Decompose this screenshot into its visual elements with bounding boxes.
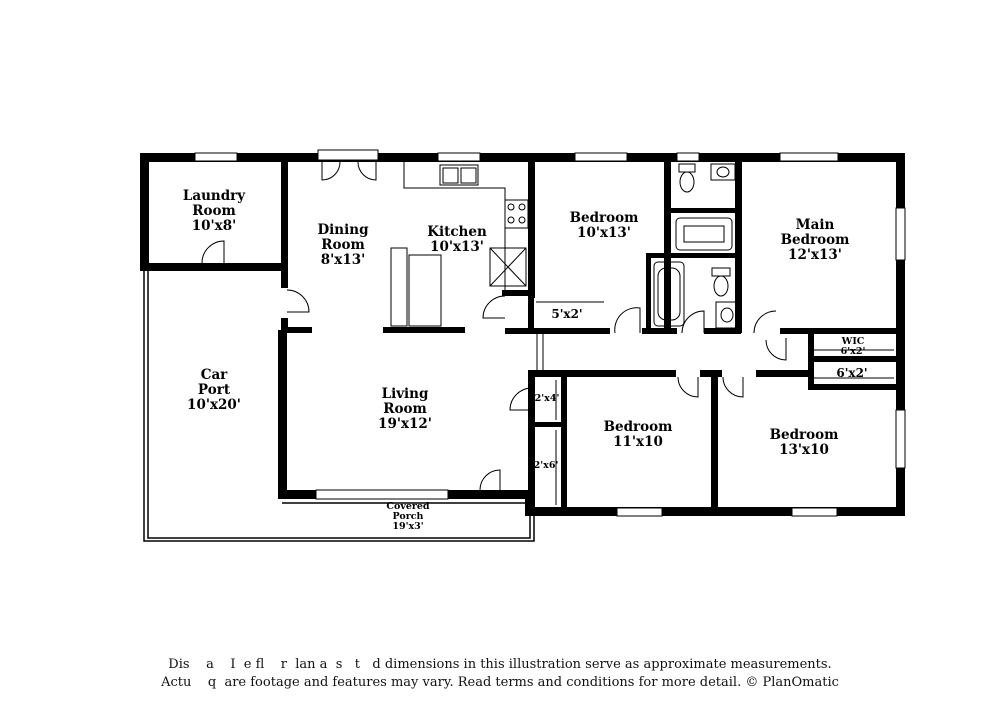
living-room-name-1: Living — [381, 386, 429, 402]
dining-room-size: 8'x13' — [320, 252, 366, 268]
car-port-size: 10'x20' — [187, 397, 241, 413]
porch-name-1: Covered — [386, 501, 430, 512]
bedroom-a-name: Bedroom — [569, 210, 639, 226]
bedroom-b-label: Bedroom 11'x10 — [604, 420, 673, 450]
main-bedroom-label: Main Bedroom 12'x13' — [781, 218, 850, 263]
living-room-size: 19'x12' — [378, 416, 432, 432]
kitchen-name: Kitchen — [427, 224, 487, 240]
car-port-name-2: Port — [197, 382, 231, 398]
porch-name-2: Porch — [392, 511, 424, 522]
wic-size: 6'x2' — [840, 346, 866, 357]
bedroom-c-label: Bedroom 13'x10 — [770, 428, 839, 458]
disclaimer: Dis a I e fl r lan a s t d dimensions in… — [0, 656, 1000, 692]
closet-2x6-size: 2'x6' — [533, 460, 559, 471]
bedroom-c-name: Bedroom — [769, 427, 839, 443]
bedroom-b-size: 11'x10 — [613, 434, 663, 450]
carport-outline — [143, 270, 535, 542]
interior-walls — [281, 153, 896, 510]
bedroom-a-label: Bedroom 10'x13' — [570, 211, 639, 241]
car-port-name-1: Car — [200, 367, 228, 383]
closet-5x2-label: 5'x2' — [551, 308, 582, 321]
main-bedroom-size: 12'x13' — [788, 247, 842, 263]
disclaimer-line-2: Actu q are footage and features may vary… — [161, 675, 839, 690]
windows — [194, 149, 906, 517]
main-bedroom-name-1: Main — [795, 217, 835, 233]
dining-room-name-1: Dining — [317, 222, 369, 238]
kitchen-fixtures — [201, 160, 894, 505]
car-port-label: Car Port 10'x20' — [187, 368, 241, 413]
bedroom-a-size: 10'x13' — [577, 225, 631, 241]
closet-2x6-label: 2'x6' — [534, 461, 559, 471]
kitchen-size: 10'x13' — [430, 239, 484, 255]
closet-2x4-label: 2'x4' — [535, 394, 560, 404]
closet-2x4-size: 2'x4' — [534, 393, 560, 404]
bedroom-c-size: 13'x10 — [779, 442, 829, 458]
laundry-room-name-2: Room — [192, 203, 236, 219]
closet-5x2-size: 5'x2' — [551, 307, 583, 321]
laundry-room-label: Laundry Room 10'x8' — [183, 189, 245, 234]
closet-6x2-size: 6'x2' — [836, 366, 868, 380]
dining-room-label: Dining Room 8'x13' — [317, 223, 368, 268]
dining-room-name-2: Room — [321, 237, 365, 253]
wic-label: WIC 6'x2' — [841, 337, 866, 357]
exterior-walls — [140, 153, 905, 516]
living-room-name-2: Room — [383, 401, 427, 417]
laundry-room-size: 10'x8' — [191, 218, 237, 234]
closet-6x2-label: 6'x2' — [836, 367, 867, 380]
disclaimer-line-1: Dis a I e fl r lan a s t d dimensions in… — [168, 657, 832, 672]
main-bedroom-name-2: Bedroom — [780, 232, 850, 248]
kitchen-label: Kitchen 10'x13' — [427, 225, 487, 255]
wic-name: WIC — [841, 336, 865, 347]
bedroom-b-name: Bedroom — [603, 419, 673, 435]
porch-size: 19'x3' — [392, 521, 424, 532]
laundry-room-name-1: Laundry — [182, 188, 246, 204]
living-room-label: Living Room 19'x12' — [378, 387, 432, 432]
covered-porch-label: Covered Porch 19'x3' — [386, 502, 429, 532]
